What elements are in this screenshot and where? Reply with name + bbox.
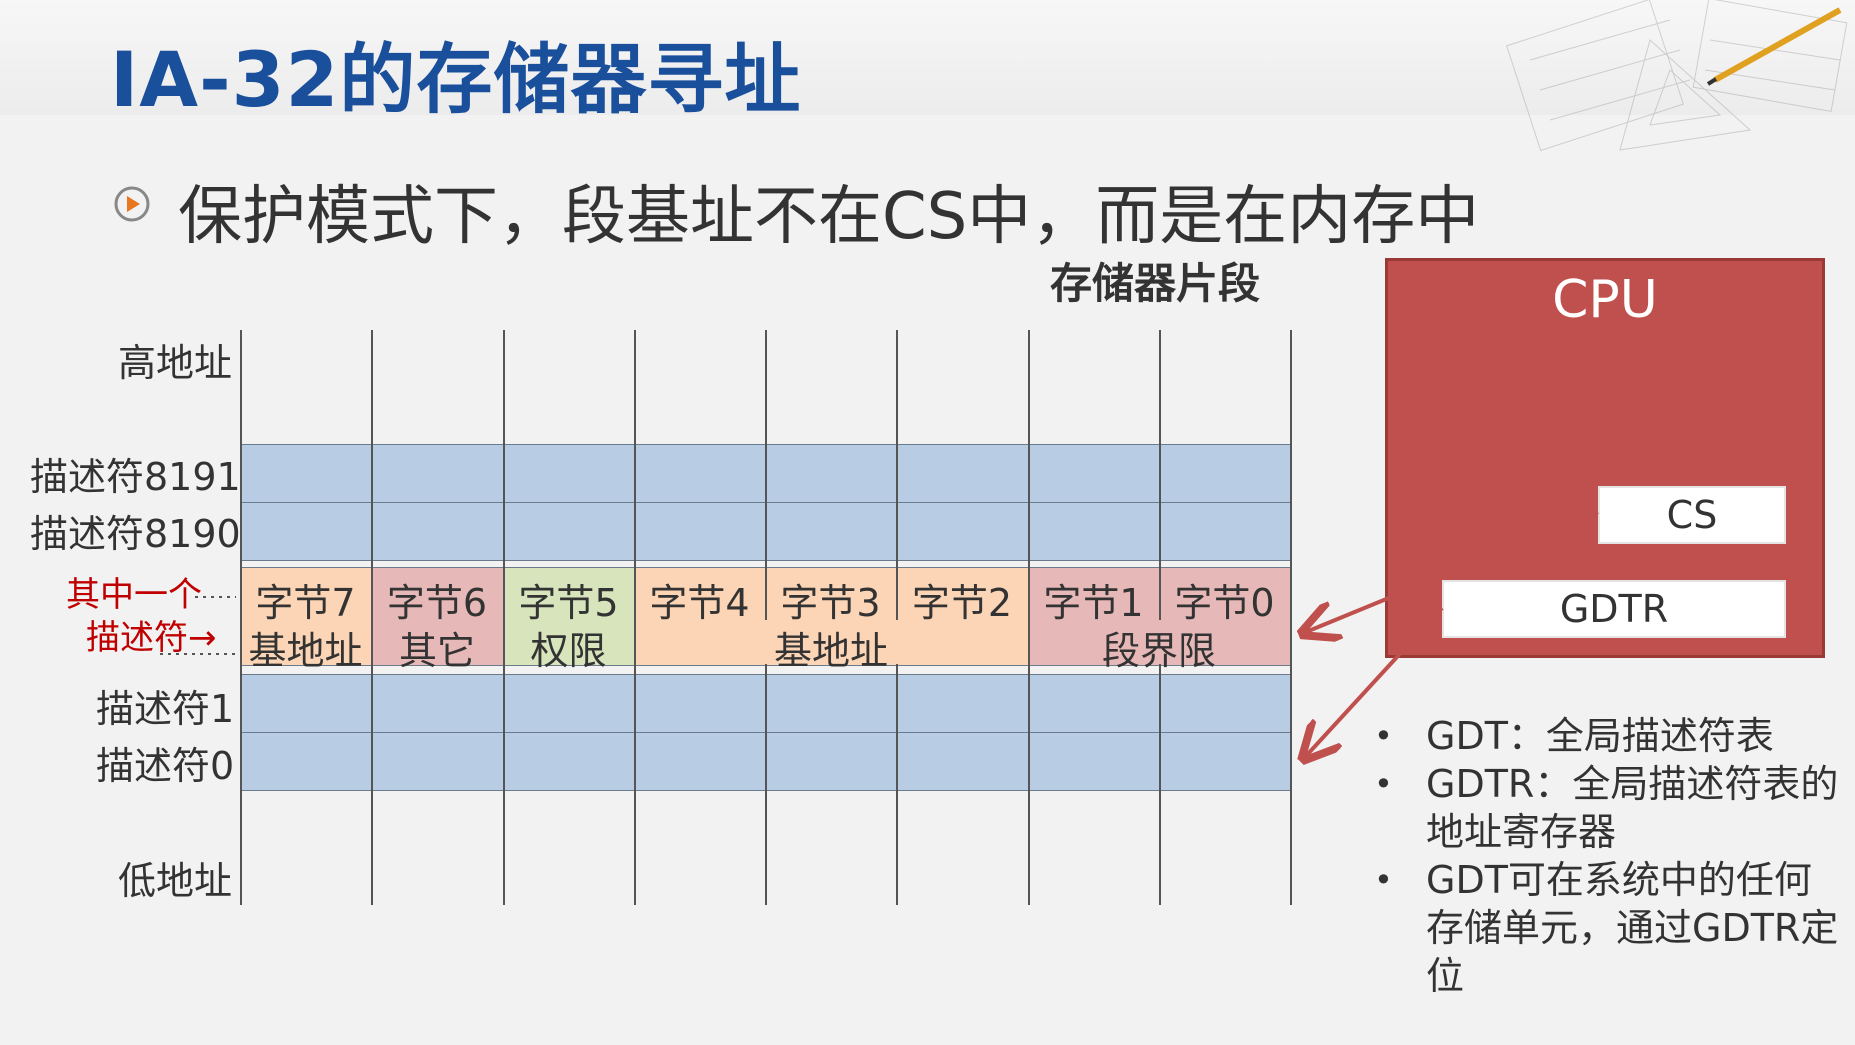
label-descriptor-arrow: 描述符→ (86, 618, 217, 658)
grid-line (765, 330, 767, 905)
bullet-dot-icon: • (1374, 861, 1393, 899)
grid-line (371, 330, 373, 905)
label-one-of: 其中一个 (66, 575, 202, 615)
field-rights-cell (503, 567, 634, 666)
note-gdt: • GDT：全局描述符表 (1370, 712, 1840, 760)
grid-line (240, 330, 242, 905)
byte-6-label: 字节6 (386, 581, 488, 625)
field-other-cell (371, 567, 503, 666)
grid-line (896, 330, 898, 905)
byte-4-label: 字节4 (649, 581, 750, 625)
label-descriptor-1: 描述符1 (96, 687, 235, 731)
slide-header (0, 0, 1855, 115)
grid-line (503, 330, 505, 905)
byte-0-label: 字节0 (1174, 581, 1275, 625)
field-other-label: 其它 (398, 629, 475, 673)
bullet-dot-icon: • (1374, 765, 1393, 803)
note-gdt-text: GDT：全局描述符表 (1426, 714, 1774, 758)
notes-list: • GDT：全局描述符表 • GDTR：全局描述符表的地址寄存器 • GDT可在… (1370, 712, 1840, 1000)
gdtr-register: GDTR (1442, 580, 1786, 638)
note-gdt-location-text: GDT可在系统中的任何存储单元，通过GDTR定位 (1426, 858, 1839, 998)
label-descriptor-0: 描述符0 (96, 744, 235, 788)
drafting-tools-decoration (1506, 0, 1848, 152)
grid-line (634, 330, 636, 905)
grid-line (1290, 330, 1292, 905)
bullet-dot-icon: • (1374, 717, 1393, 755)
label-descriptor-8190: 描述符8190 (30, 512, 241, 556)
note-gdtr-text: GDTR：全局描述符表的地址寄存器 (1426, 762, 1839, 854)
merge-mask-base (640, 620, 1022, 664)
subtitle: 保护模式下，段基址不在CS中，而是在内存中 (178, 180, 1480, 254)
byte-5-label: 字节5 (518, 581, 619, 625)
cs-register: CS (1598, 486, 1786, 544)
byte-7-label: 字节7 (255, 581, 356, 625)
slide-title: IA-32的存储器寻址 (110, 35, 802, 124)
byte-2-label: 字节2 (911, 581, 1013, 625)
field-base-high-label: 基地址 (248, 629, 363, 673)
grid-line (1028, 330, 1030, 905)
note-gdtr: • GDTR：全局描述符表的地址寄存器 (1370, 760, 1840, 856)
grid-line (1159, 330, 1161, 905)
label-low-address: 低地址 (118, 859, 233, 903)
label-high-address: 高地址 (118, 341, 233, 385)
memory-segment-title: 存储器片段 (1050, 259, 1261, 308)
field-rights-label: 权限 (530, 629, 607, 673)
play-bullet-icon (114, 186, 150, 222)
merge-mask-limit (1034, 620, 1284, 664)
byte-3-label: 字节3 (780, 581, 881, 625)
cpu-label: CPU (1552, 270, 1658, 330)
label-descriptor-8191: 描述符8191 (30, 455, 241, 499)
byte-1-label: 字节1 (1043, 581, 1144, 625)
field-base-low-label: 基地址 (773, 629, 888, 673)
field-base-high-cell (240, 567, 371, 666)
note-gdt-location: • GDT可在系统中的任何存储单元，通过GDTR定位 (1370, 856, 1840, 1000)
field-limit-label: 段界限 (1101, 629, 1216, 673)
